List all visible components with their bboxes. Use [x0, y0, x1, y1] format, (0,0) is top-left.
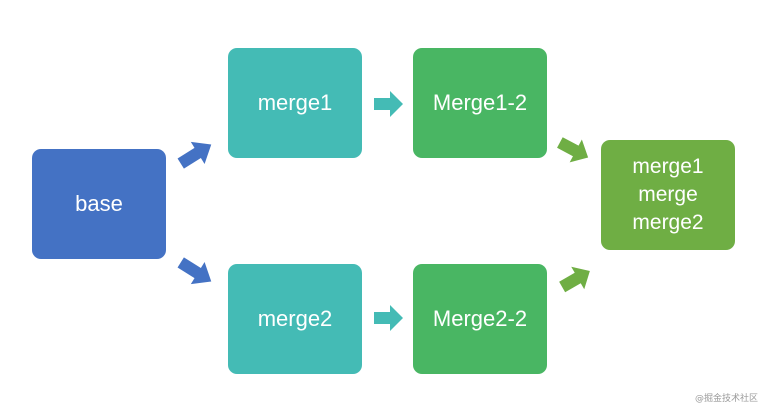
- arrow-merge1-2-to-final: [557, 137, 589, 163]
- node-merge1-2-label: Merge1-2: [432, 90, 528, 115]
- node-base-label: base: [75, 191, 123, 216]
- node-final-merge-label: merge1 merge merge2: [632, 155, 704, 234]
- node-final-merge: merge1 merge merge2: [601, 140, 735, 250]
- node-merge2-2-label: Merge2-2: [432, 306, 528, 331]
- arrow-merge2-2-to-final: [559, 266, 590, 293]
- node-base: base: [32, 149, 166, 259]
- node-merge2-label: merge2: [257, 306, 333, 331]
- node-merge1-label: merge1: [257, 90, 333, 115]
- arrow-base-to-merge1: [177, 141, 212, 169]
- arrow-base-to-merge2: [177, 257, 212, 285]
- node-merge2-2: Merge2-2: [413, 264, 547, 374]
- node-merge1-2: Merge1-2: [413, 48, 547, 158]
- node-merge1: merge1: [228, 48, 362, 158]
- node-merge2: merge2: [228, 264, 362, 374]
- arrow-merge2-to-merge2-2: [374, 305, 403, 331]
- watermark: @掘金技术社区: [694, 394, 758, 404]
- arrow-merge1-to-merge1-2: [374, 91, 403, 117]
